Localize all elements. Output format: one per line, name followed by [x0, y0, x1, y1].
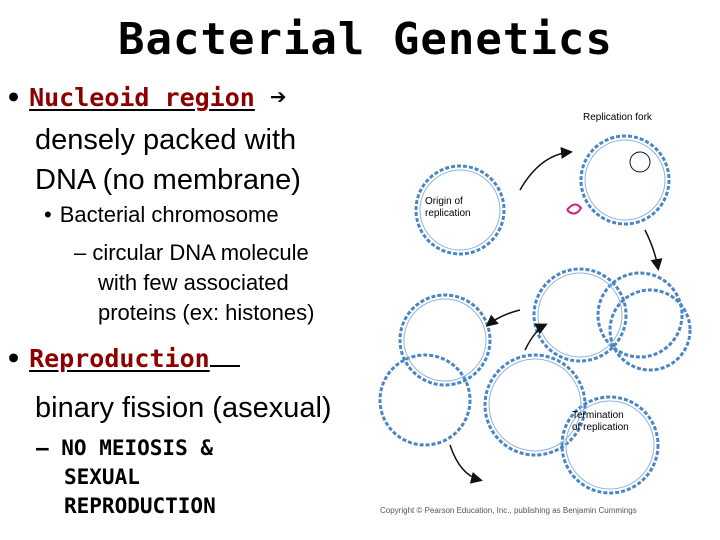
- reproduction-term: Reproduction: [29, 344, 210, 373]
- nucleoid-desc-line1: densely packed with: [35, 124, 297, 156]
- bullet-nucleoid: •Nucleoid region ➔: [6, 80, 287, 113]
- nucleoid-term: Nucleoid region: [29, 83, 255, 112]
- dna-circle-left-b: [378, 353, 472, 447]
- figure-caption: Copyright © Pearson Education, Inc., pub…: [380, 506, 637, 515]
- dna-circle-term-a: [483, 353, 587, 457]
- arrow-term-to-split: [524, 323, 548, 351]
- sub-bullet-text: Bacterial chromosome: [59, 202, 279, 227]
- label-origin-1: Origin of: [425, 196, 463, 207]
- bullet-reproduction: •Reproduction: [6, 344, 240, 373]
- dna-circle-term-b: [560, 395, 660, 495]
- label-termination-1: Termination: [572, 410, 624, 421]
- dna-circle-middle: [532, 267, 628, 363]
- dna-circle-right-b: [608, 288, 692, 372]
- dna-circle-right-a: [596, 271, 684, 359]
- arrow-fork-to-middle: [644, 229, 663, 271]
- bullet-dot: •: [6, 83, 22, 112]
- right-arrow-icon: ➔: [269, 80, 287, 113]
- dna-circle-origin: [414, 164, 506, 256]
- label-origin-2: replication: [425, 208, 471, 219]
- origin-marker-icon: [566, 203, 583, 215]
- meiosis-note-3: REPRODUCTION: [64, 494, 216, 518]
- replication-figure: Replication fork Origin of replication T…: [378, 112, 692, 495]
- label-replication-fork: Replication fork: [583, 112, 653, 123]
- chromosome-detail-3: proteins (ex: histones): [98, 300, 315, 325]
- blank-underline: [209, 365, 240, 367]
- meiosis-note: – NO MEIOSIS & SEXUAL REPRODUCTION: [36, 434, 216, 521]
- arrow-origin-to-fork: [519, 146, 573, 191]
- arrow-middle-to-left: [485, 309, 521, 327]
- label-termination-2: of replication: [572, 422, 629, 433]
- nucleoid-desc-line2: DNA (no membrane): [35, 164, 301, 196]
- meiosis-note-2: SEXUAL: [64, 465, 140, 489]
- dna-circle-left-a: [398, 293, 492, 387]
- chromosome-details: – circular DNA molecule with few associa…: [74, 238, 314, 328]
- sub-bullet-chromosome: • Bacterial chromosome: [44, 202, 279, 228]
- chromosome-detail-2: with few associated: [98, 270, 289, 295]
- dna-circle-fork: [579, 134, 671, 226]
- bullet-dot-2: •: [6, 344, 22, 373]
- arrow-left-to-term: [449, 444, 483, 484]
- reproduction-desc: binary fission (asexual): [35, 392, 332, 424]
- slide-title: Bacterial Genetics: [118, 14, 613, 65]
- sub-bullet-dot: •: [44, 202, 52, 227]
- chromosome-detail-1: – circular DNA molecule: [74, 240, 309, 265]
- meiosis-note-1: – NO MEIOSIS &: [36, 436, 214, 460]
